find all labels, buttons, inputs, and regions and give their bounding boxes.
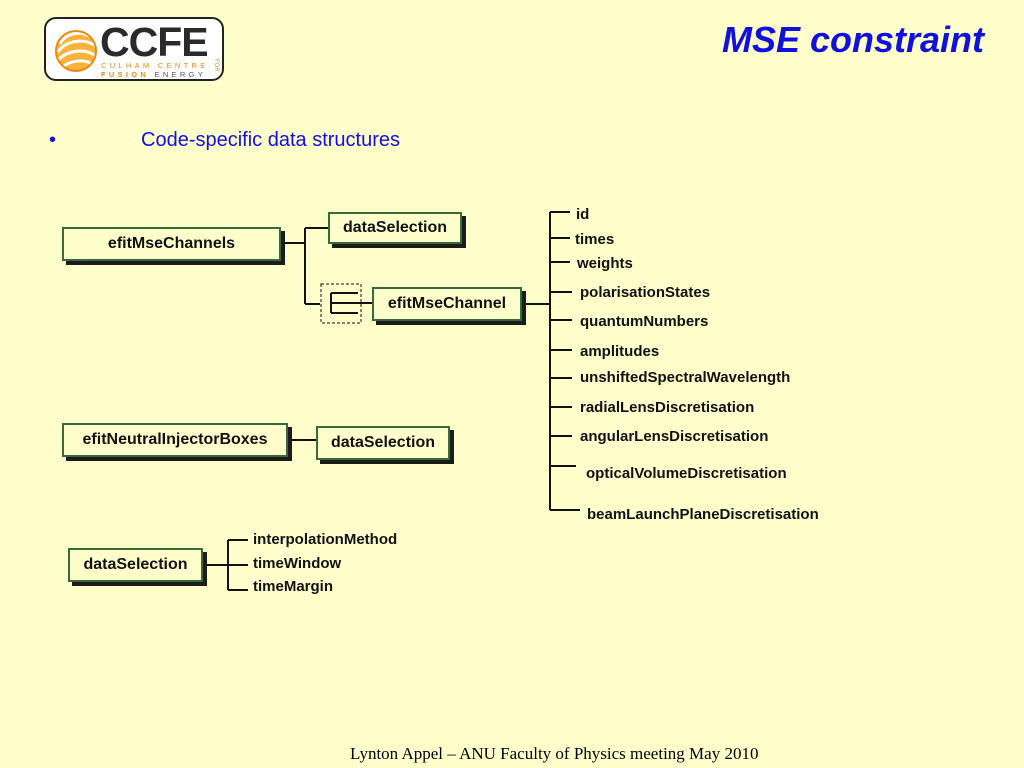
node-dataselection-mid: dataSelection <box>316 426 450 460</box>
node-efitmsechannels: efitMseChannels <box>62 227 281 261</box>
field-id: id <box>576 206 590 223</box>
field-quantumnumbers: quantumNumbers <box>580 313 709 330</box>
node-efitmsechannel: efitMseChannel <box>372 287 522 321</box>
field-interpolationmethod: interpolationMethod <box>253 531 398 548</box>
logo-subtitle-line2: FUSION ENERGY <box>101 71 206 79</box>
field-amplitudes: amplitudes <box>580 343 660 360</box>
field-polarisationstates: polarisationStates <box>580 284 711 301</box>
field-times: times <box>575 231 615 248</box>
logo-title: CCFE <box>100 19 209 65</box>
logo-for-text: FOR <box>213 59 219 72</box>
logo-subtitle-energy: ENERGY <box>149 70 206 79</box>
bullet-text: Code-specific data structures <box>141 129 401 151</box>
field-angularlensdiscretisation: angularLensDiscretisation <box>580 428 769 445</box>
field-radiallensdiscretisation: radialLensDiscretisation <box>580 399 755 416</box>
node-dataselection-top: dataSelection <box>328 212 462 244</box>
node-dataselection-bottom: dataSelection <box>68 548 203 582</box>
ccfe-logo: CCFE CULHAM CENTRE FUSION ENERGY FOR <box>44 17 224 81</box>
ccfe-sun-icon <box>55 30 97 72</box>
field-timewindow: timeWindow <box>253 555 342 572</box>
node-efitneutralinjectorboxes: efitNeutralInjectorBoxes <box>62 423 288 457</box>
bullet-marker: • <box>49 129 57 151</box>
field-weights: weights <box>577 255 633 272</box>
slide-title: MSE constraint <box>721 19 984 60</box>
field-timemargin: timeMargin <box>253 578 334 595</box>
logo-subtitle-line1: CULHAM CENTRE <box>101 61 209 70</box>
footer-text: Lynton Appel – ANU Faculty of Physics me… <box>350 744 759 763</box>
field-opticalvolumediscretisation: opticalVolumeDiscretisation <box>586 465 787 482</box>
logo-subtitle-fusion: FUSION <box>101 70 150 79</box>
field-beamlaunchplanediscretisation: beamLaunchPlaneDiscretisation <box>587 506 819 523</box>
field-unshiftedspectralwavelength: unshiftedSpectralWavelength <box>580 369 791 386</box>
